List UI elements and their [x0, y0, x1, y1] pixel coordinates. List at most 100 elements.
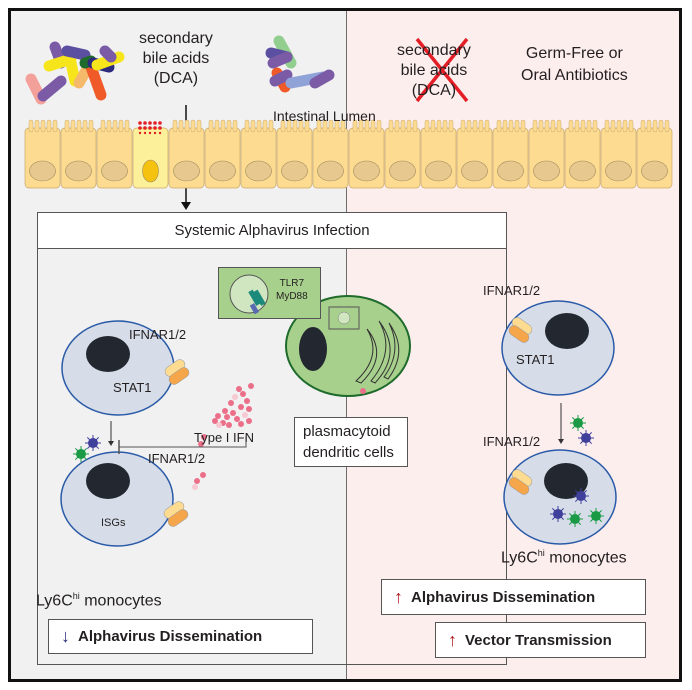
monocyte-nucleus — [86, 336, 130, 372]
myd88-icon — [249, 303, 260, 315]
stat1-label: STAT1 — [113, 380, 152, 395]
ifn-molecule — [222, 408, 228, 414]
microvillus — [316, 119, 322, 133]
microvillus — [556, 119, 562, 133]
systemic-infection-title: Systemic Alphavirus Infection — [174, 222, 370, 239]
epithelial-nucleus — [209, 160, 236, 182]
infection-arrowhead — [558, 439, 564, 444]
secretory-granule — [143, 131, 147, 135]
microvillus — [466, 119, 472, 133]
microvillus — [580, 119, 586, 133]
microvillus — [220, 119, 226, 133]
secretory-granule — [138, 126, 142, 130]
dca-label-line: (DCA) — [153, 70, 199, 87]
microvillus — [106, 119, 112, 133]
microvillus — [616, 119, 622, 133]
monocyte-nucleus — [86, 463, 130, 499]
microvillus — [172, 119, 178, 133]
microvillus — [640, 119, 646, 133]
microvillus — [184, 119, 190, 133]
ifn-molecule — [212, 418, 218, 424]
microvillus — [34, 119, 40, 133]
bacterium — [267, 51, 293, 69]
bacterium — [309, 69, 335, 89]
bacterium — [65, 57, 81, 87]
condition-label: Germ-Free or Oral Antibiotics — [521, 43, 628, 87]
microvillus — [532, 119, 538, 133]
secretory-granule — [148, 126, 152, 130]
tlr7-signaling-inset: TLR7 MyD88 — [218, 267, 321, 319]
microvillus — [664, 119, 670, 133]
microvillus — [262, 119, 268, 133]
microvillus — [442, 119, 448, 133]
microvillus — [70, 119, 76, 133]
dca-label-line: bile acids — [400, 62, 468, 79]
ifn-molecule — [240, 391, 246, 397]
ifnar-receptor-icon — [164, 359, 190, 385]
epithelial-nucleus — [533, 160, 560, 182]
pdc-label-line: plasmacytoid — [303, 423, 391, 440]
ifnar-label: IFNAR1/2 — [483, 434, 541, 449]
secretory-granule — [153, 131, 157, 135]
microvillus — [406, 119, 412, 133]
microvillus — [76, 119, 82, 133]
graphical-abstract-frame: secondary bile acids (DCA) Intestinal Lu… — [8, 8, 682, 682]
microvillus — [118, 119, 124, 133]
ifn-molecule — [238, 404, 244, 410]
dca-label-line: bile acids — [142, 50, 210, 67]
ifn-molecule — [224, 414, 230, 420]
ifn-molecule — [228, 400, 234, 406]
microvillus — [484, 119, 490, 133]
microvillus — [196, 119, 202, 133]
er-membrane — [370, 320, 391, 384]
microvillus — [574, 119, 580, 133]
tlr7-myd88-label: TLR7 MyD88 — [276, 277, 308, 303]
microvillus — [628, 119, 634, 133]
bacterium — [37, 75, 67, 102]
microvillus — [652, 119, 658, 133]
bacterium — [99, 45, 117, 63]
ifn-molecule — [248, 383, 254, 389]
microvillus — [496, 119, 502, 133]
microvillus — [544, 119, 550, 133]
stat1-label: STAT1 — [516, 352, 555, 367]
secretory-granule — [143, 121, 147, 125]
ifn-molecule — [242, 412, 248, 418]
crossed-dca-label: secondary bile acids (DCA) — [397, 41, 471, 101]
ifn-molecule — [246, 418, 252, 424]
infection-arrowhead — [108, 441, 114, 446]
epithelial-nucleus — [425, 160, 452, 182]
microvillus — [400, 119, 406, 133]
cell-type-superscript: hi — [537, 548, 545, 558]
ifn-molecule — [201, 434, 207, 440]
cross-out-line — [415, 37, 469, 103]
microvillus — [658, 119, 664, 133]
alphavirus-particles — [73, 415, 604, 527]
up-arrow-icon: ↑ — [448, 629, 457, 650]
cell-type-suffix: monocytes — [79, 592, 162, 610]
ifn-molecule — [226, 422, 232, 428]
ifn-molecule — [236, 386, 242, 392]
microvillus — [460, 119, 466, 133]
epithelial-nucleus — [641, 160, 668, 182]
microvillus — [46, 119, 52, 133]
microvillus — [478, 119, 484, 133]
type-i-ifn-molecules — [192, 383, 366, 490]
alphavirus-green-icon — [588, 508, 604, 524]
result-text: Vector Transmission — [465, 631, 612, 649]
monocyte-type-label: Ly6Chi monocytes — [36, 591, 162, 610]
microvillus — [256, 119, 262, 133]
alphavirus-green-icon — [570, 415, 586, 431]
epithelial-nucleus — [101, 160, 128, 182]
epithelial-nucleus — [65, 160, 92, 182]
microvillus — [100, 119, 106, 133]
alphavirus-blue-icon — [85, 435, 101, 451]
microvillus — [424, 119, 430, 133]
microvillus — [178, 119, 184, 133]
monocyte-nucleus — [545, 313, 589, 349]
ifn-molecule — [216, 422, 222, 428]
decreased-dissemination-box: ↓ Alphavirus Dissemination — [48, 619, 313, 654]
microvillus — [328, 119, 334, 133]
microvillus — [364, 119, 370, 133]
secretory-granule — [158, 126, 162, 130]
